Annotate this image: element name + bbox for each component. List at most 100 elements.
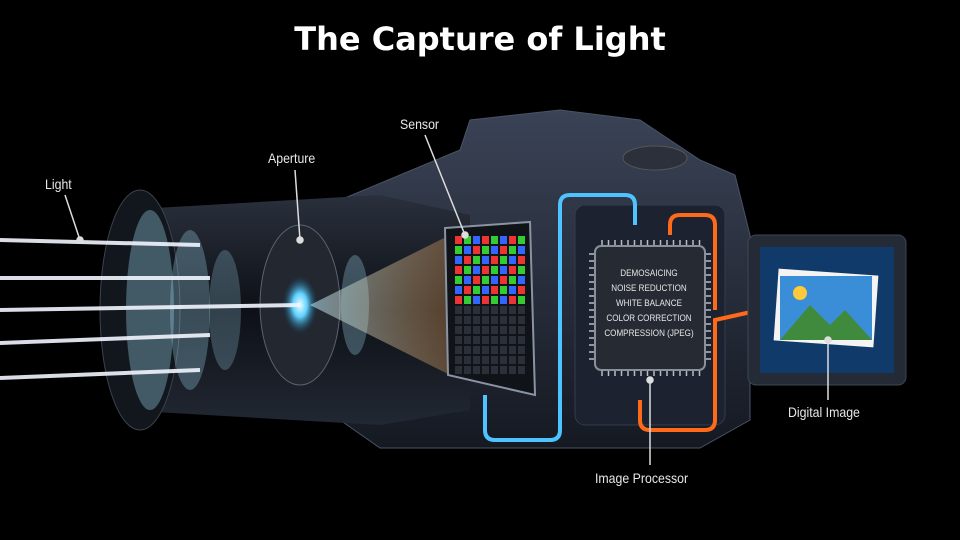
sensor-pixel bbox=[455, 266, 462, 274]
sensor-pixel bbox=[500, 256, 507, 264]
sensor-pixel bbox=[455, 366, 462, 374]
sensor-pixel bbox=[482, 266, 489, 274]
sensor-pixel bbox=[482, 296, 489, 304]
sensor-pixel bbox=[518, 366, 525, 374]
sensor-pixel bbox=[455, 316, 462, 324]
sensor-pixel bbox=[491, 296, 498, 304]
sensor-pixel bbox=[464, 326, 471, 334]
sensor-pixel bbox=[491, 366, 498, 374]
sensor-pixel bbox=[464, 296, 471, 304]
sensor-pixel bbox=[473, 326, 480, 334]
sensor-pixel bbox=[473, 236, 480, 244]
sensor-pixel bbox=[500, 296, 507, 304]
sensor-pixel bbox=[509, 256, 516, 264]
label-sensor: Sensor bbox=[400, 116, 440, 132]
sensor-pixel bbox=[509, 246, 516, 254]
step-noise-reduction: NOISE REDUCTION bbox=[611, 283, 687, 294]
sensor-pixel bbox=[482, 246, 489, 254]
light-rays bbox=[0, 238, 301, 380]
sensor-pixel bbox=[518, 326, 525, 334]
sensor-pixel bbox=[491, 336, 498, 344]
sensor-pixel bbox=[455, 296, 462, 304]
sensor-pixel bbox=[473, 276, 480, 284]
sensor-pixel bbox=[482, 366, 489, 374]
sensor-pixel bbox=[518, 266, 525, 274]
sensor-pixel bbox=[473, 356, 480, 364]
label-light: Light bbox=[45, 176, 72, 192]
sensor-pixel bbox=[518, 296, 525, 304]
sensor-pixel bbox=[500, 366, 507, 374]
sensor-pixel bbox=[500, 336, 507, 344]
sensor-pixel bbox=[518, 246, 525, 254]
data-path-out bbox=[638, 213, 761, 432]
light-cone bbox=[310, 235, 450, 375]
sensor-pixel bbox=[455, 356, 462, 364]
sensor-pixel bbox=[509, 366, 516, 374]
sensor-pixel bbox=[464, 246, 471, 254]
sensor-pixel bbox=[500, 286, 507, 294]
sensor-pixel bbox=[500, 246, 507, 254]
sensor-pixel bbox=[509, 356, 516, 364]
processor-steps: DEMOSAICING NOISE REDUCTION WHITE BALANC… bbox=[604, 266, 694, 341]
sensor-pixel bbox=[464, 336, 471, 344]
sensor-pixel bbox=[482, 286, 489, 294]
sensor-pixel bbox=[491, 256, 498, 264]
sensor-pixel bbox=[518, 236, 525, 244]
sensor-pixel bbox=[455, 276, 462, 284]
sensor-pixel bbox=[500, 356, 507, 364]
sensor-pixel bbox=[509, 266, 516, 274]
sensor-pixel bbox=[482, 256, 489, 264]
sensor-pixel bbox=[464, 366, 471, 374]
sensor-pixel bbox=[482, 356, 489, 364]
lens-barrel bbox=[99, 189, 470, 431]
sensor-pixel bbox=[509, 316, 516, 324]
sensor-pixel bbox=[518, 316, 525, 324]
sensor-pixel bbox=[464, 276, 471, 284]
sensor-pixel bbox=[464, 316, 471, 324]
sensor-pixel bbox=[491, 276, 498, 284]
sensor-pixel bbox=[509, 286, 516, 294]
sensor-pixel bbox=[482, 316, 489, 324]
sensor-pixel bbox=[500, 346, 507, 354]
sensor-pixel bbox=[482, 346, 489, 354]
sensor-pixel bbox=[509, 236, 516, 244]
step-demosaicing: DEMOSAICING bbox=[620, 268, 678, 279]
sensor-pixel bbox=[491, 356, 498, 364]
sensor-pixel bbox=[473, 246, 480, 254]
sensor-pixel bbox=[455, 336, 462, 344]
sensor-pixel bbox=[455, 326, 462, 334]
sensor-pixel bbox=[473, 366, 480, 374]
sensor-pixel bbox=[500, 276, 507, 284]
sensor-pixel bbox=[473, 256, 480, 264]
sensor-pixel bbox=[473, 336, 480, 344]
sensor-pixel bbox=[500, 316, 507, 324]
sensor-pixel bbox=[473, 286, 480, 294]
sensor-pixel bbox=[491, 236, 498, 244]
sensor-pixel bbox=[500, 326, 507, 334]
sensor-pixel bbox=[464, 266, 471, 274]
sensor-pixel bbox=[473, 306, 480, 314]
label-aperture: Aperture bbox=[268, 150, 316, 166]
sensor-pixel bbox=[464, 346, 471, 354]
sensor-pixel bbox=[455, 346, 462, 354]
sensor-pixel bbox=[464, 236, 471, 244]
sensor-pixel bbox=[482, 336, 489, 344]
sensor-pixel bbox=[455, 256, 462, 264]
sensor-pixel bbox=[518, 346, 525, 354]
sensor-pixel bbox=[509, 336, 516, 344]
label-image-processor: Image Processor bbox=[595, 470, 689, 486]
sensor-pixel bbox=[518, 256, 525, 264]
image-processor-chip bbox=[589, 240, 711, 376]
sensor-pixel bbox=[491, 316, 498, 324]
label-digital-image: Digital Image bbox=[788, 404, 860, 420]
sensor-pixel bbox=[500, 266, 507, 274]
sensor-pixel bbox=[491, 346, 498, 354]
sensor-pixel bbox=[473, 346, 480, 354]
sensor bbox=[443, 220, 537, 397]
data-path-in bbox=[483, 193, 637, 442]
sensor-pixel bbox=[464, 306, 471, 314]
sensor-pixel bbox=[518, 286, 525, 294]
sensor-pixel bbox=[518, 306, 525, 314]
sensor-pixel bbox=[464, 256, 471, 264]
step-color-correction: COLOR CORRECTION bbox=[606, 313, 692, 324]
